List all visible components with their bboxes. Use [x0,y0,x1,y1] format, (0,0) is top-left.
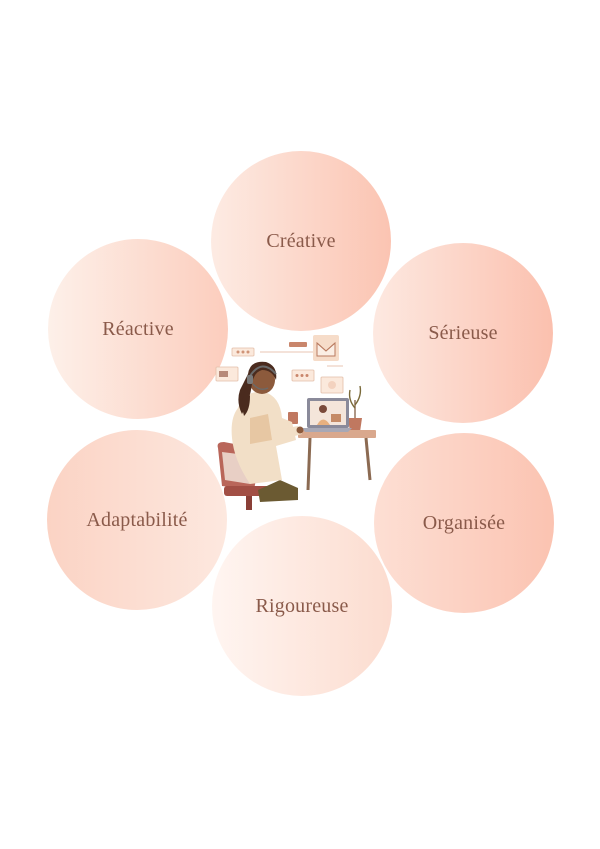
quality-circle-creative: Créative [211,151,391,331]
quality-circle-serieuse: Sérieuse [373,243,553,423]
email-icon [313,335,339,361]
quality-label: Sérieuse [428,321,498,344]
quality-label: Rigoureuse [255,594,349,617]
quality-label: Créative [266,229,336,252]
quality-circle-adaptabilite: Adaptabilité [47,430,227,610]
quality-label: Réactive [102,317,174,340]
quality-label: Organisée [422,511,506,534]
quality-circle-rigoureuse: Rigoureuse [212,516,392,696]
quality-circle-reactive: Réactive [48,239,228,419]
woman-at-laptop-icon [215,335,376,510]
quality-circle-organisee: Organisée [374,433,554,613]
quality-label: Adaptabilité [86,508,188,531]
